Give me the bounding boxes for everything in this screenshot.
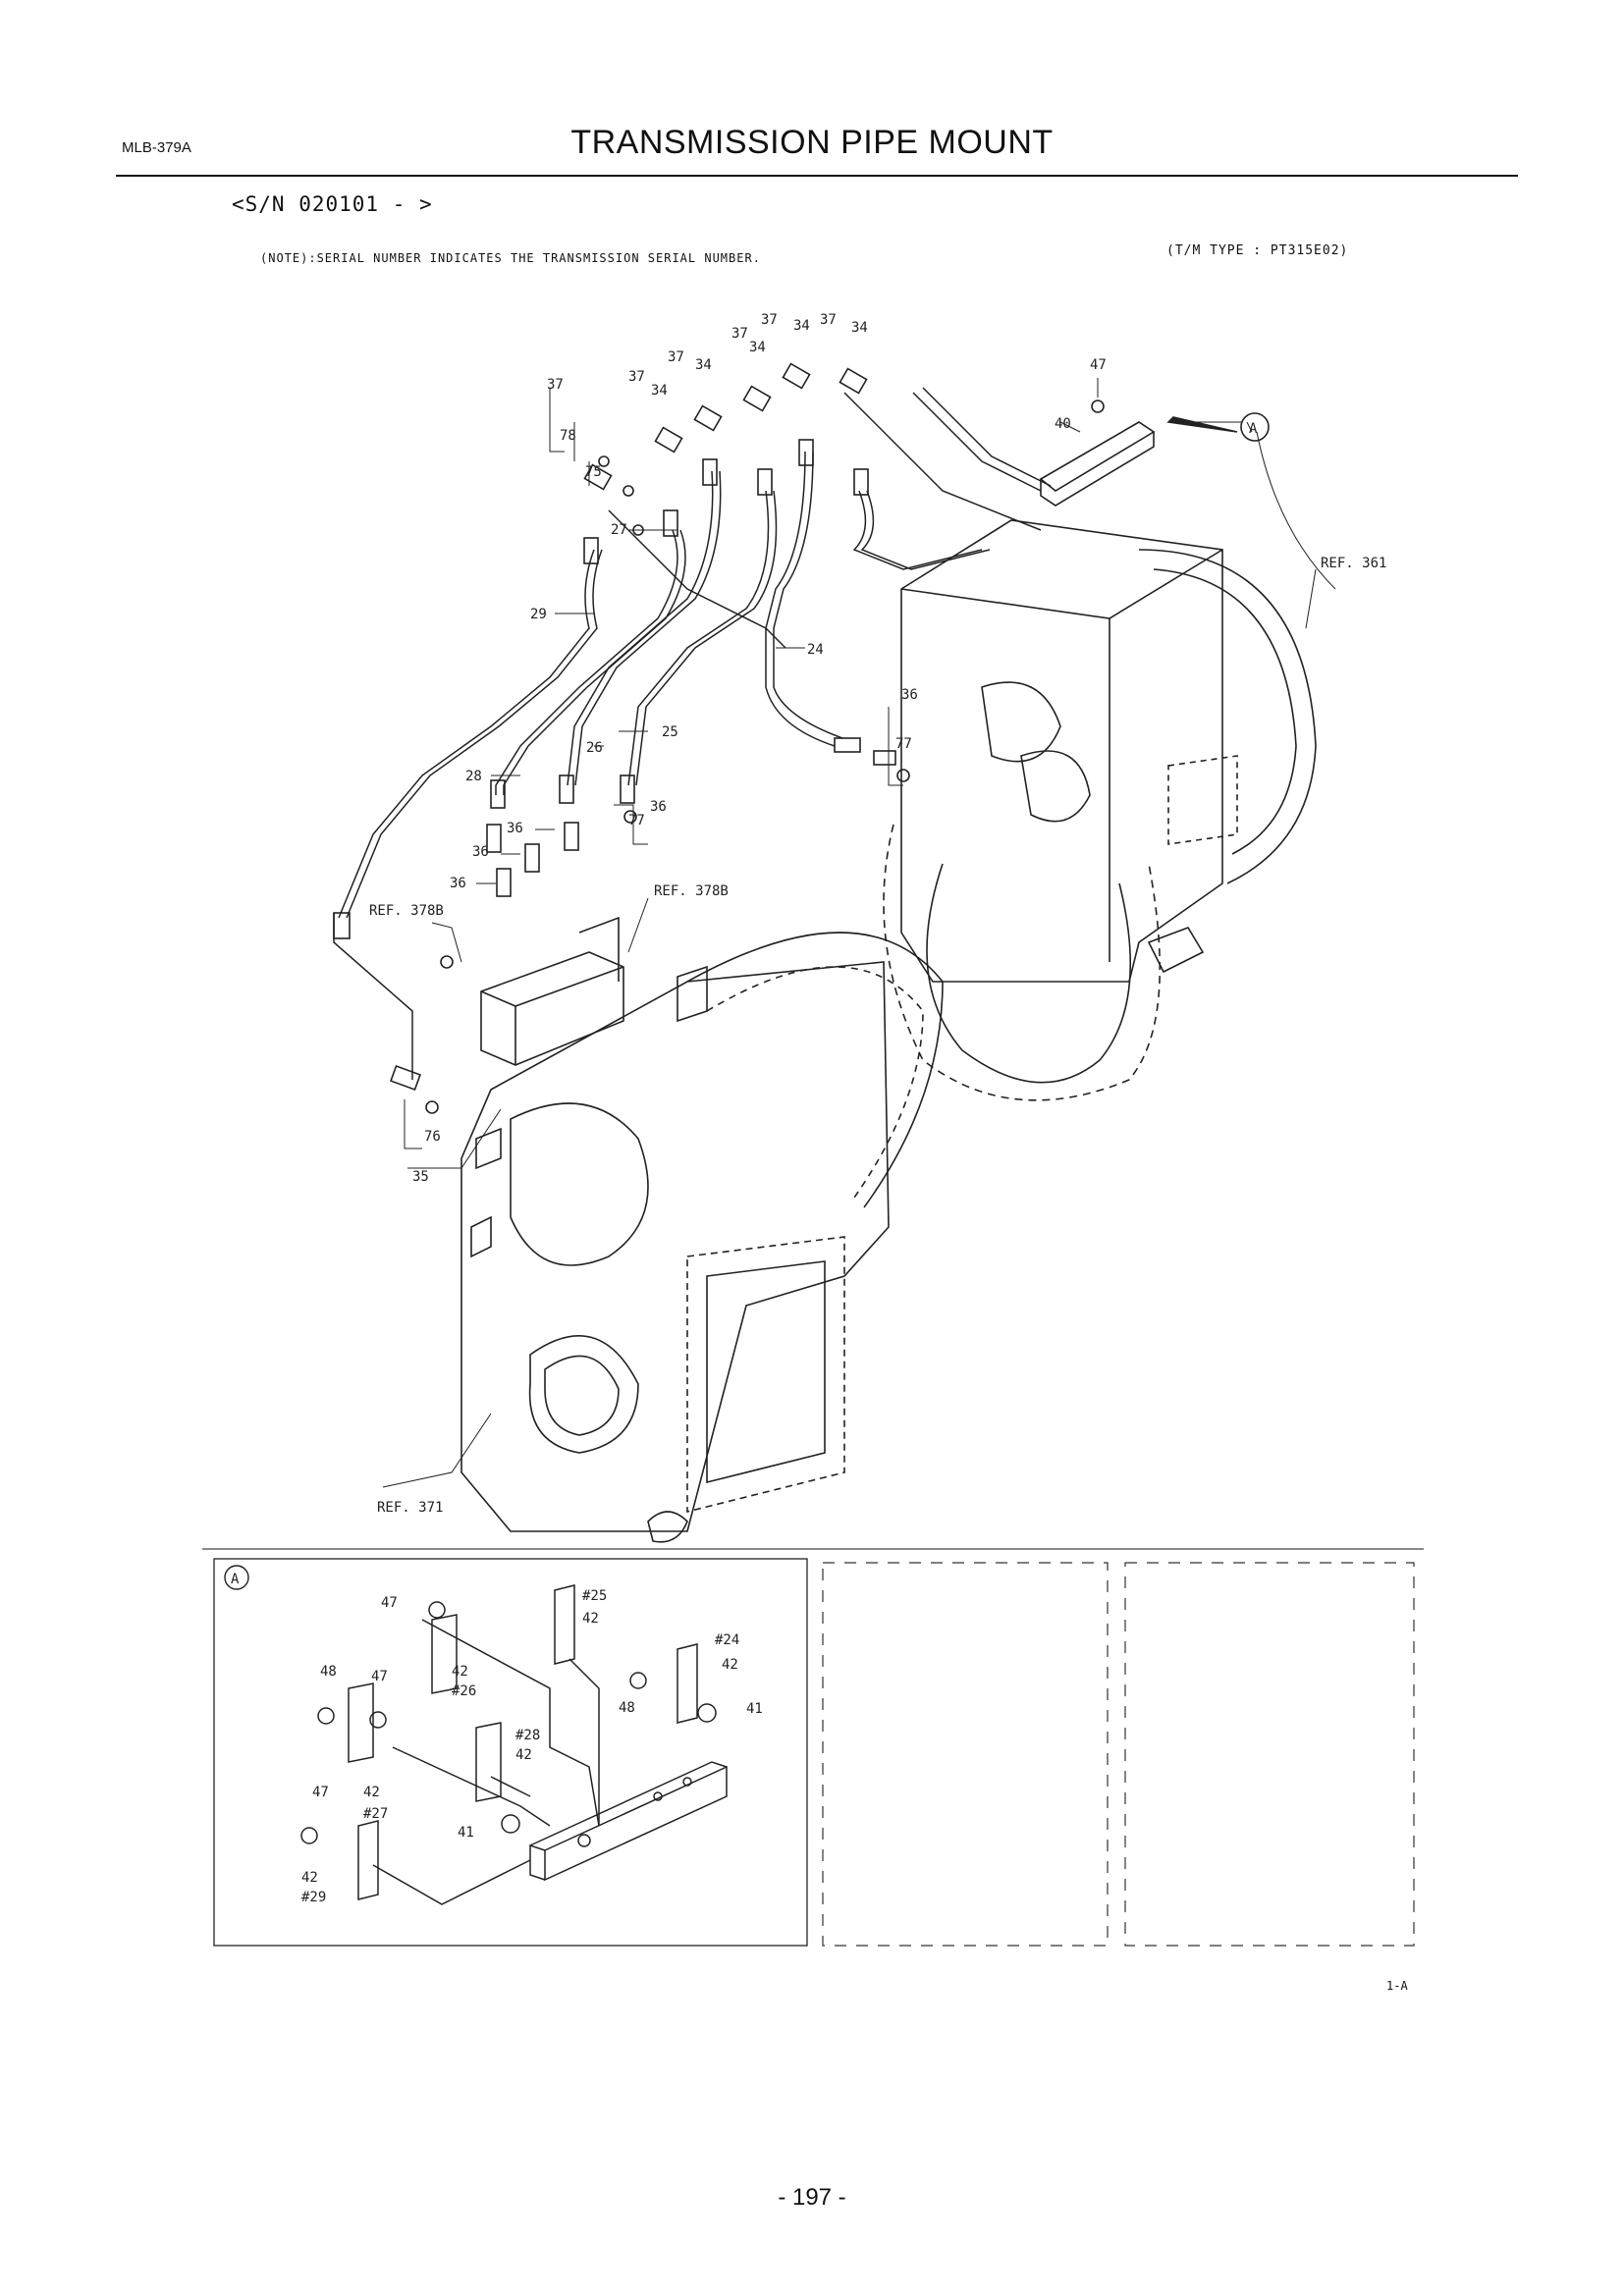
callout: 37 <box>668 349 684 365</box>
detail-labels: 47 #25 42 #24 48 47 42 #26 42 48 41 #28 … <box>301 1588 763 1905</box>
callout: #28 <box>515 1728 540 1743</box>
fittings <box>333 362 1105 1114</box>
pipe-bracket <box>1039 421 1156 507</box>
callout: 40 <box>1055 416 1071 432</box>
detail-marker: A <box>231 1572 240 1587</box>
callout: 27 <box>611 522 627 538</box>
callout: 36 <box>472 844 489 860</box>
empty-panel-2 <box>1124 1562 1415 1947</box>
view-arrow <box>1166 416 1238 433</box>
callout: #24 <box>715 1632 739 1648</box>
callout: #25 <box>582 1588 607 1604</box>
page-number: - 197 - <box>778 2184 846 2211</box>
callout: 25 <box>662 724 678 740</box>
callout: 76 <box>424 1129 441 1145</box>
view-marker-circle <box>1240 412 1270 442</box>
callout: 42 <box>301 1870 318 1886</box>
callout: 77 <box>628 813 645 828</box>
callout: 41 <box>746 1701 763 1717</box>
callout: 48 <box>320 1664 337 1680</box>
callout: 34 <box>749 340 766 355</box>
doc-code: MLB-379A <box>122 139 191 156</box>
reference-label: REF. 378B <box>654 883 729 899</box>
callout: 77 <box>895 736 912 752</box>
manifold-block <box>480 916 708 1066</box>
callout: 47 <box>381 1595 398 1611</box>
callout: 36 <box>450 876 466 891</box>
callout: 41 <box>458 1825 474 1841</box>
callout: 34 <box>695 357 712 373</box>
pipes <box>333 387 1052 1080</box>
callout: 37 <box>820 312 837 328</box>
callout: A <box>1249 421 1258 437</box>
callout: 36 <box>507 821 523 836</box>
callout: 42 <box>582 1611 599 1627</box>
reference-label: REF. 378B <box>369 903 444 919</box>
detail-a-panel: A 47 <box>213 1558 808 1947</box>
callout: 34 <box>793 318 810 334</box>
callout: 35 <box>412 1169 429 1185</box>
callout: 42 <box>515 1747 532 1763</box>
callout: 42 <box>363 1785 380 1800</box>
callout-labels: 37 34 37 34 37 34 37 34 37 34 37 78 75 2… <box>369 312 1386 1516</box>
callout: 42 <box>452 1664 468 1680</box>
tm-type: (T/M TYPE : PT315E02) <box>1166 243 1349 258</box>
page-title: TRANSMISSION PIPE MOUNT <box>570 124 1054 161</box>
callout: #26 <box>452 1683 476 1699</box>
callout: 36 <box>901 687 918 703</box>
callout: 26 <box>586 740 603 756</box>
callout: 24 <box>807 642 824 658</box>
reference-label: REF. 371 <box>377 1500 443 1516</box>
callout: 37 <box>761 312 778 328</box>
callout: 42 <box>722 1657 738 1673</box>
callout: 36 <box>650 799 667 815</box>
serial-range: <S/N 020101 - > <box>232 192 433 216</box>
callout: 37 <box>628 369 645 385</box>
callout: 34 <box>851 320 868 336</box>
callout: 37 <box>547 377 564 393</box>
callout: #29 <box>301 1890 326 1905</box>
callout: 37 <box>731 326 748 342</box>
callout: 47 <box>1090 357 1107 373</box>
callout: 29 <box>530 607 547 622</box>
callout: #27 <box>363 1806 388 1822</box>
header-rule <box>116 175 1518 177</box>
callout: 75 <box>585 464 602 480</box>
callout: 47 <box>312 1785 329 1800</box>
callout: 28 <box>465 769 482 784</box>
callout: 47 <box>371 1669 388 1684</box>
empty-panel-1 <box>822 1562 1109 1947</box>
front-housing <box>460 932 944 1543</box>
leader-lines <box>382 378 1336 1488</box>
serial-note: (NOTE):SERIAL NUMBER INDICATES THE TRANS… <box>260 251 761 265</box>
rear-housing <box>883 519 1317 1101</box>
reference-label: REF. 361 <box>1321 556 1386 571</box>
callout: 48 <box>619 1700 635 1716</box>
callout: 78 <box>560 428 576 444</box>
sheet-id: 1-A <box>1386 1979 1408 1993</box>
callout: 34 <box>651 383 668 399</box>
